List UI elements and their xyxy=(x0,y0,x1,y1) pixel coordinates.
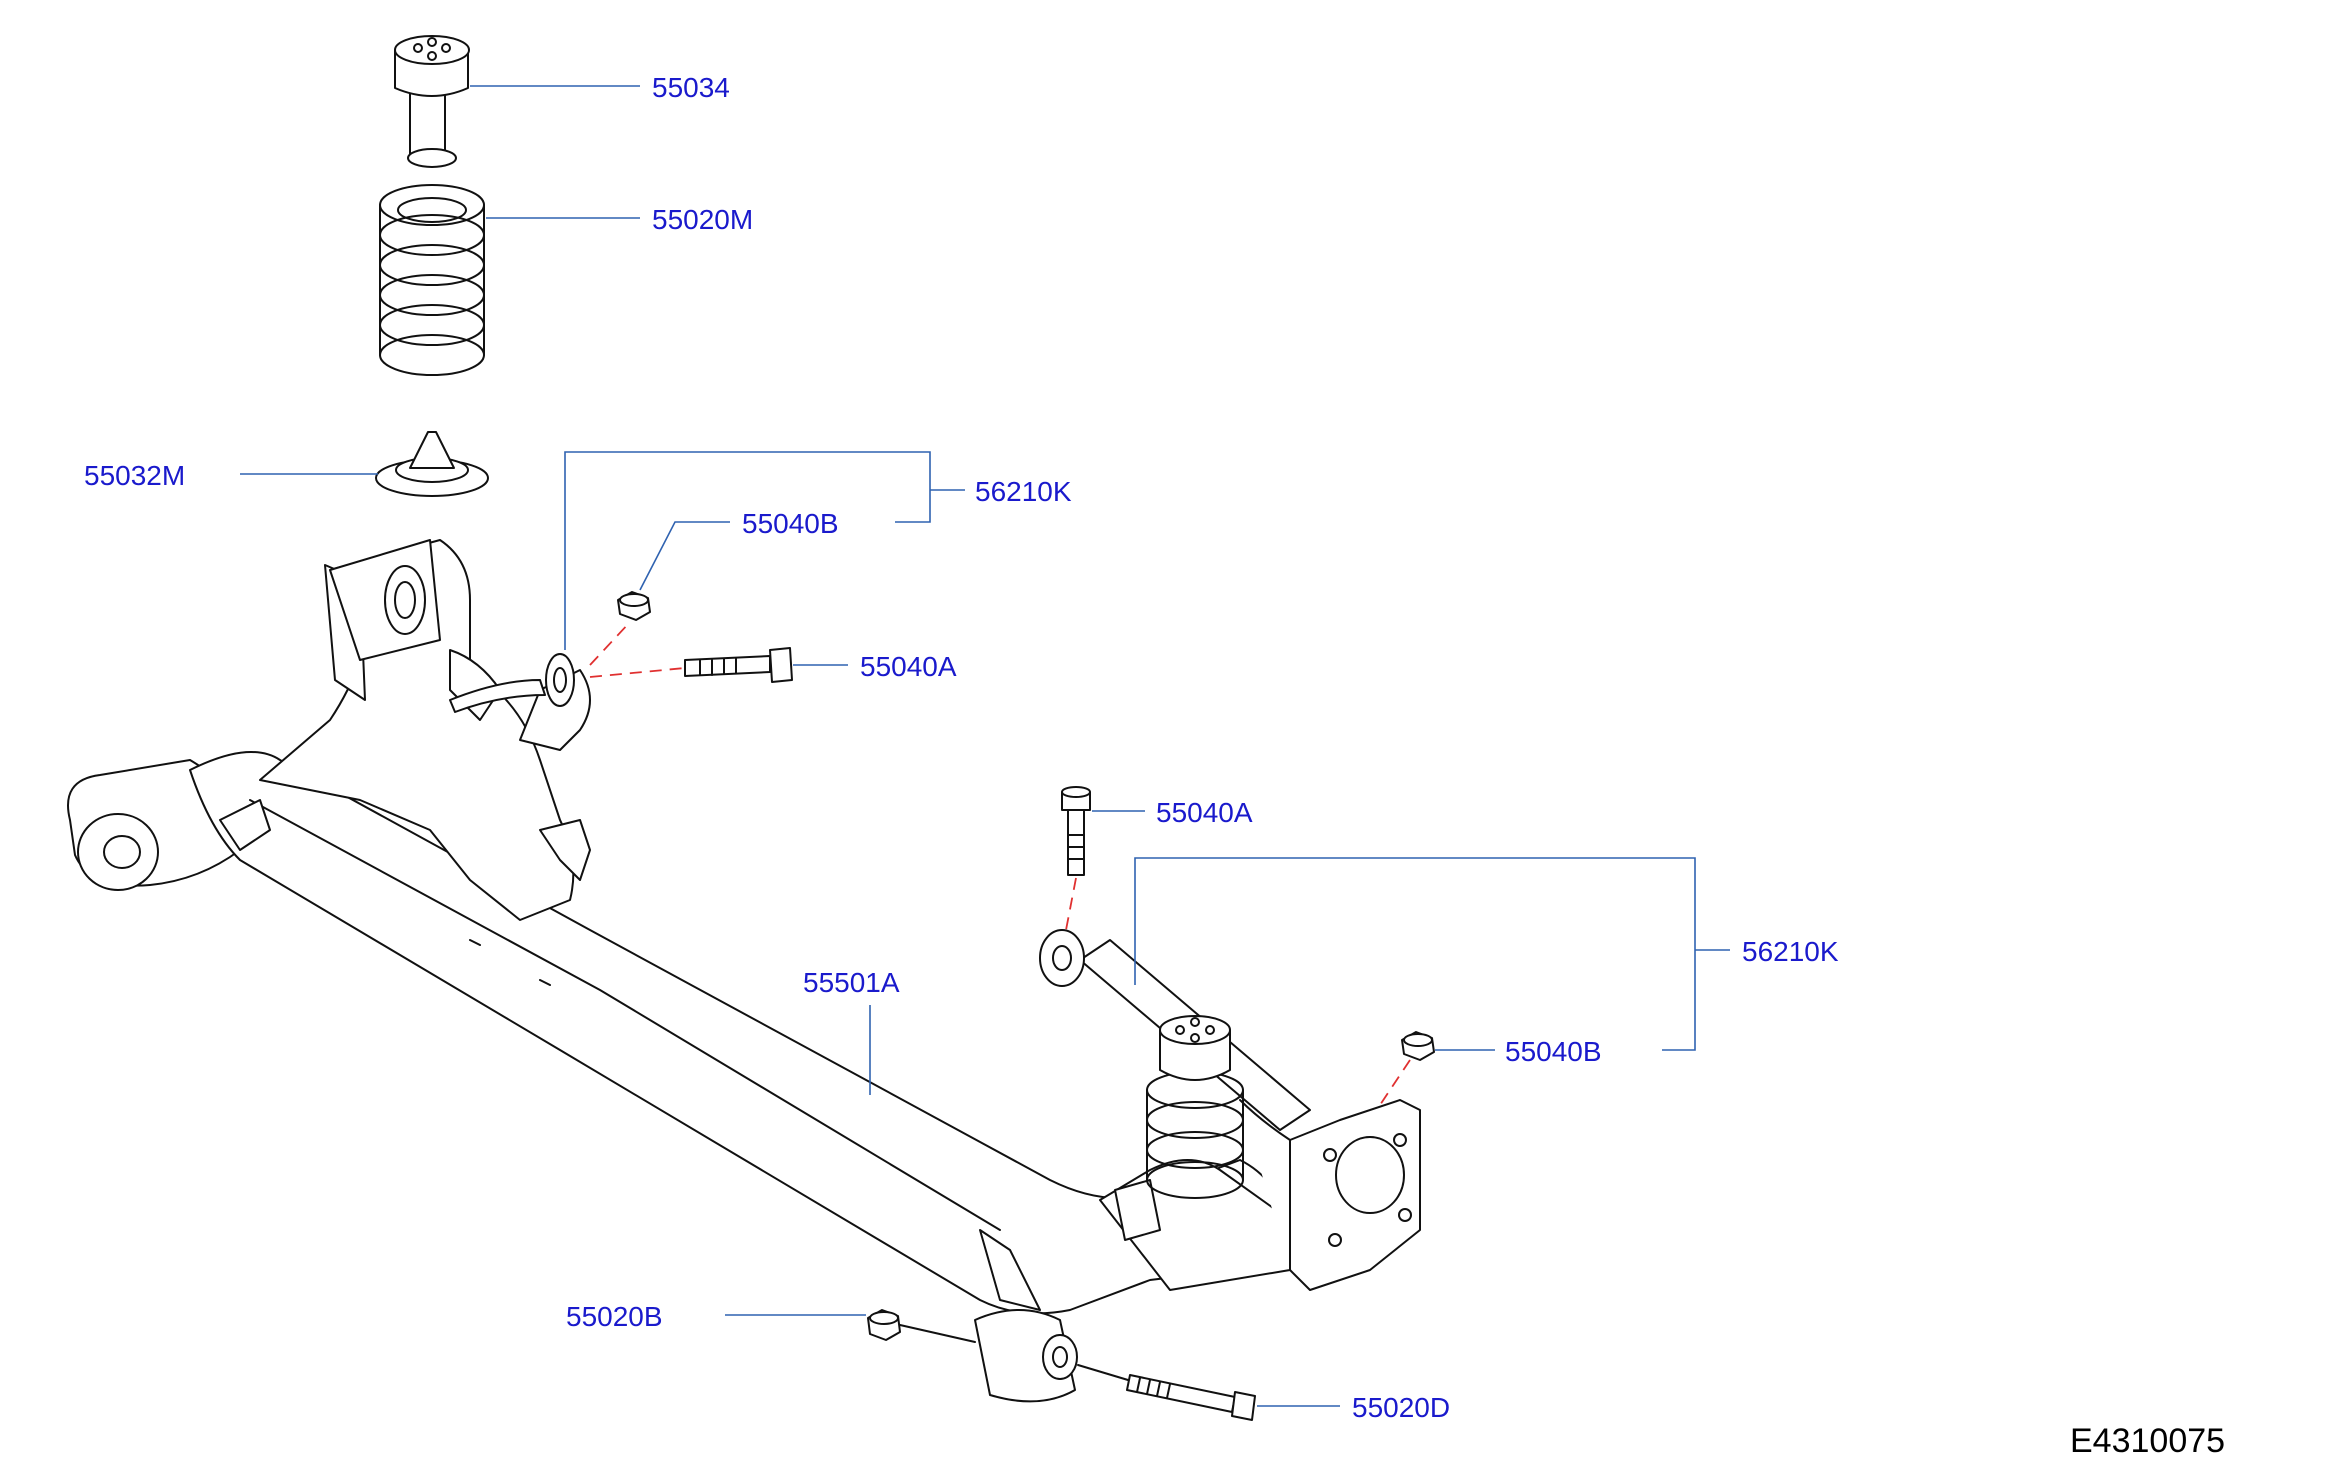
shock-absorber-right-part[interactable] xyxy=(1039,929,1311,1199)
coil-spring-part[interactable] xyxy=(379,184,485,376)
bump-stopper-part[interactable] xyxy=(394,35,470,168)
part-label-55501A[interactable]: 55501A xyxy=(803,967,900,998)
nut-top-part[interactable] xyxy=(617,591,651,621)
part-label-55040A-top[interactable]: 55040A xyxy=(860,651,957,682)
part-label-55020M[interactable]: 55020M xyxy=(652,204,753,235)
bolt-top-part[interactable] xyxy=(684,647,793,683)
guide-nut-top xyxy=(589,621,631,666)
part-label-55040A-right[interactable]: 55040A xyxy=(1156,797,1253,828)
leader-56210K-top xyxy=(564,451,965,650)
bolt-right-part[interactable] xyxy=(1061,786,1091,876)
guide-bolt-right xyxy=(1065,877,1077,931)
nut-bottom-part[interactable] xyxy=(867,1309,976,1343)
guide-bolt-top xyxy=(589,667,686,678)
part-label-55032M[interactable]: 55032M xyxy=(84,460,185,491)
leader-56210K-right xyxy=(1134,857,1730,1051)
diagram-id: E4310075 xyxy=(2070,1422,2225,1460)
guide-nut-right xyxy=(1379,1059,1411,1106)
part-label-56210K-right[interactable]: 56210K xyxy=(1742,936,1839,967)
part-label-55020D[interactable]: 55020D xyxy=(1352,1392,1450,1423)
nut-right-part[interactable] xyxy=(1401,1031,1435,1061)
beam-bushing-part[interactable] xyxy=(974,1309,1078,1403)
leader-55040B-top xyxy=(639,521,730,591)
part-label-55020B[interactable]: 55020B xyxy=(566,1301,663,1332)
part-label-56210K-top[interactable]: 56210K xyxy=(975,476,1072,507)
part-label-55034[interactable]: 55034 xyxy=(652,72,730,103)
torsion-beam-axle-part[interactable] xyxy=(67,539,1421,1315)
part-label-55040B-right[interactable]: 55040B xyxy=(1505,1036,1602,1067)
part-label-55040B-top[interactable]: 55040B xyxy=(742,508,839,539)
spring-seat-part[interactable] xyxy=(375,431,489,497)
shock-absorber-left-part[interactable] xyxy=(449,653,591,751)
bolt-bottom-part[interactable] xyxy=(1077,1364,1256,1421)
